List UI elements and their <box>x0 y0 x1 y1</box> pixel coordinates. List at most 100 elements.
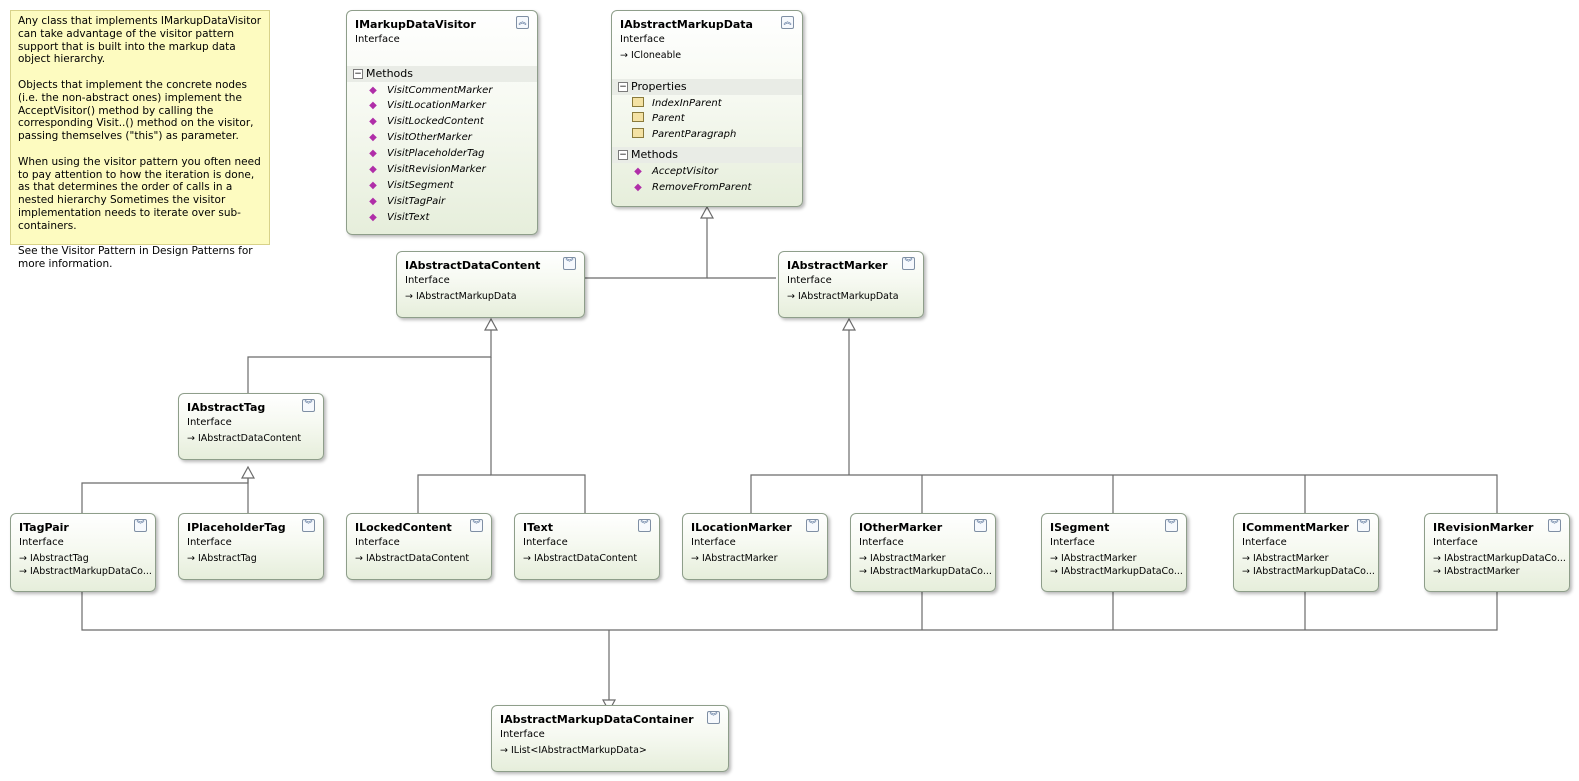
class-box-irevisionmarker[interactable]: IRevisionMarker ︾ Interface → IAbstractM… <box>1424 513 1570 592</box>
class-stereotype: Interface <box>355 537 400 548</box>
base-interface-list: → IAbstractMarkupData <box>405 291 517 304</box>
arrow-right-icon: → <box>187 433 195 444</box>
class-box-iabstractmarkupdatacontainer[interactable]: IAbstractMarkupDataContainer ︾ Interface… <box>491 705 729 772</box>
class-name: ICommentMarker <box>1242 521 1349 534</box>
base-interface: → ICloneable <box>620 50 682 61</box>
arrow-right-icon: → <box>859 565 867 577</box>
chevron-down-icon[interactable]: ︾ <box>302 519 315 532</box>
class-name: IPlaceholderTag <box>187 521 286 534</box>
chevron-down-icon[interactable]: ︾ <box>1357 519 1370 532</box>
chevron-down-icon[interactable]: ︾ <box>707 711 720 724</box>
class-box-iothermarker[interactable]: IOtherMarker ︾ Interface → IAbstractMark… <box>850 513 996 592</box>
class-name: IAbstractMarkupDataContainer <box>500 713 694 726</box>
method-item[interactable]: ◆VisitText <box>367 211 429 225</box>
class-stereotype: Interface <box>787 275 832 286</box>
method-icon: ◆ <box>634 166 642 177</box>
chevron-down-icon[interactable]: ︾ <box>302 399 315 412</box>
class-box-imarkupdatavisitor[interactable]: IMarkupDataVisitor ︽ Interface − Methods… <box>346 10 538 235</box>
chevron-down-icon[interactable]: ︾ <box>134 519 147 532</box>
class-box-iplaceholdertag[interactable]: IPlaceholderTag ︾ Interface → IAbstractT… <box>178 513 324 580</box>
base-interface-list: → IAbstractTag → IAbstractMarkupDataCo..… <box>19 553 152 578</box>
note-paragraph-4: See the Visitor Pattern in Design Patter… <box>18 245 253 271</box>
class-box-ilocationmarker[interactable]: ILocationMarker ︾ Interface → IAbstractM… <box>682 513 828 580</box>
methods-section-header[interactable]: − Methods <box>612 147 802 163</box>
properties-section-header[interactable]: − Properties <box>612 79 802 95</box>
class-box-iabstracttag[interactable]: IAbstractTag ︾ Interface → IAbstractData… <box>178 393 324 460</box>
method-item[interactable]: ◆RemoveFromParent <box>632 181 751 195</box>
property-item[interactable]: IndexInParent <box>632 97 722 111</box>
arrow-right-icon: → <box>405 291 413 302</box>
method-item[interactable]: ◆VisitTagPair <box>367 195 445 209</box>
class-box-iabstractmarker[interactable]: IAbstractMarker ︾ Interface → IAbstractM… <box>778 251 924 318</box>
class-name: IOtherMarker <box>859 521 943 534</box>
property-icon <box>632 97 644 107</box>
section-label: Properties <box>631 80 687 93</box>
class-box-iabstractdatacontent[interactable]: IAbstractDataContent ︾ Interface → IAbst… <box>396 251 585 318</box>
chevron-down-icon[interactable]: ︾ <box>1165 519 1178 532</box>
method-item[interactable]: ◆VisitOtherMarker <box>367 131 472 145</box>
base-interface: → IAbstractMarker <box>859 553 946 564</box>
base-interface: → IAbstractMarker <box>1433 565 1520 577</box>
base-interface-list: → ICloneable <box>620 50 681 63</box>
method-item[interactable]: ◆VisitPlaceholderTag <box>367 147 484 161</box>
base-interface: → IList<IAbstractMarkupData> <box>500 745 647 756</box>
class-box-itagpair[interactable]: ITagPair ︾ Interface → IAbstractTag → IA… <box>10 513 156 592</box>
property-item[interactable]: Parent <box>632 112 685 126</box>
inherit-arrowhead-markupdata <box>699 205 715 219</box>
arrow-right-icon: → <box>859 553 867 564</box>
arrow-right-icon: → <box>355 553 363 564</box>
base-interface: → IAbstractMarker <box>1050 553 1137 564</box>
chevron-down-icon[interactable]: ︾ <box>638 519 651 532</box>
chevron-down-icon[interactable]: ︾ <box>974 519 987 532</box>
arrow-right-icon: → <box>1242 553 1250 564</box>
class-stereotype: Interface <box>187 417 232 428</box>
connector-containers-to-markupdatacontainer <box>81 592 1498 700</box>
method-item[interactable]: ◆VisitRevisionMarker <box>367 163 486 177</box>
arrow-right-icon: → <box>1050 565 1058 577</box>
connector-lockedcontent-to-datacontent <box>417 474 491 513</box>
class-box-isegment[interactable]: ISegment ︾ Interface → IAbstractMarker →… <box>1041 513 1187 592</box>
class-box-icommentmarker[interactable]: ICommentMarker ︾ Interface → IAbstractMa… <box>1233 513 1379 592</box>
base-interface-list: → IAbstractMarker → IAbstractMarkupDataC… <box>859 553 992 578</box>
property-item[interactable]: ParentParagraph <box>632 128 736 142</box>
method-item[interactable]: ◆AcceptVisitor <box>632 165 718 179</box>
collapse-section-icon[interactable]: − <box>618 150 628 160</box>
chevron-down-icon[interactable]: ︾ <box>902 257 915 270</box>
connector-abstracttag-to-datacontent <box>247 320 492 393</box>
method-item[interactable]: ◆VisitLockedContent <box>367 115 484 129</box>
arrow-right-icon: → <box>1242 565 1250 577</box>
chevron-down-icon[interactable]: ︾ <box>1548 519 1561 532</box>
chevron-up-icon[interactable]: ︽ <box>781 16 794 29</box>
base-interface: → IAbstractMarker <box>691 553 778 564</box>
chevron-down-icon[interactable]: ︾ <box>470 519 483 532</box>
method-icon: ◆ <box>369 116 377 127</box>
method-icon: ◆ <box>369 132 377 143</box>
base-interface: → IAbstractMarkupDataCo... <box>859 565 992 577</box>
collapse-section-icon[interactable]: − <box>618 82 628 92</box>
chevron-up-icon[interactable]: ︽ <box>516 16 529 29</box>
class-box-iabstractmarkupdata[interactable]: IAbstractMarkupData ︽ Interface → IClone… <box>611 10 803 207</box>
arrow-right-icon: → <box>19 553 27 564</box>
connector-datacontent-to-markupdata <box>583 208 708 279</box>
base-interface: → IAbstractMarkupDataCo... <box>1242 565 1375 577</box>
class-name: ILockedContent <box>355 521 452 534</box>
class-box-ilockedcontent[interactable]: ILockedContent ︾ Interface → IAbstractDa… <box>346 513 492 580</box>
arrow-right-icon: → <box>620 50 628 61</box>
chevron-down-icon[interactable]: ︾ <box>806 519 819 532</box>
method-icon: ◆ <box>369 100 377 111</box>
class-box-itext[interactable]: IText ︾ Interface → IAbstractDataContent <box>514 513 660 580</box>
method-item[interactable]: ◆VisitLocationMarker <box>367 99 486 113</box>
comment-note[interactable]: Any class that implements IMarkupDataVis… <box>10 10 270 270</box>
method-icon: ◆ <box>634 182 642 193</box>
arrow-right-icon: → <box>187 553 195 564</box>
base-interface: → IAbstractDataContent <box>187 433 302 444</box>
methods-section-header[interactable]: − Methods <box>347 66 537 82</box>
arrow-right-icon: → <box>19 565 27 577</box>
base-interface-list: → IAbstractMarkupDataCo... → IAbstractMa… <box>1433 553 1566 578</box>
chevron-down-icon[interactable]: ︾ <box>563 257 576 270</box>
collapse-section-icon[interactable]: − <box>353 69 363 79</box>
base-interface-list: → IAbstractMarkupData <box>787 291 899 304</box>
method-item[interactable]: ◆VisitSegment <box>367 179 453 193</box>
section-label: Methods <box>631 148 678 161</box>
method-item[interactable]: ◆VisitCommentMarker <box>367 84 492 98</box>
